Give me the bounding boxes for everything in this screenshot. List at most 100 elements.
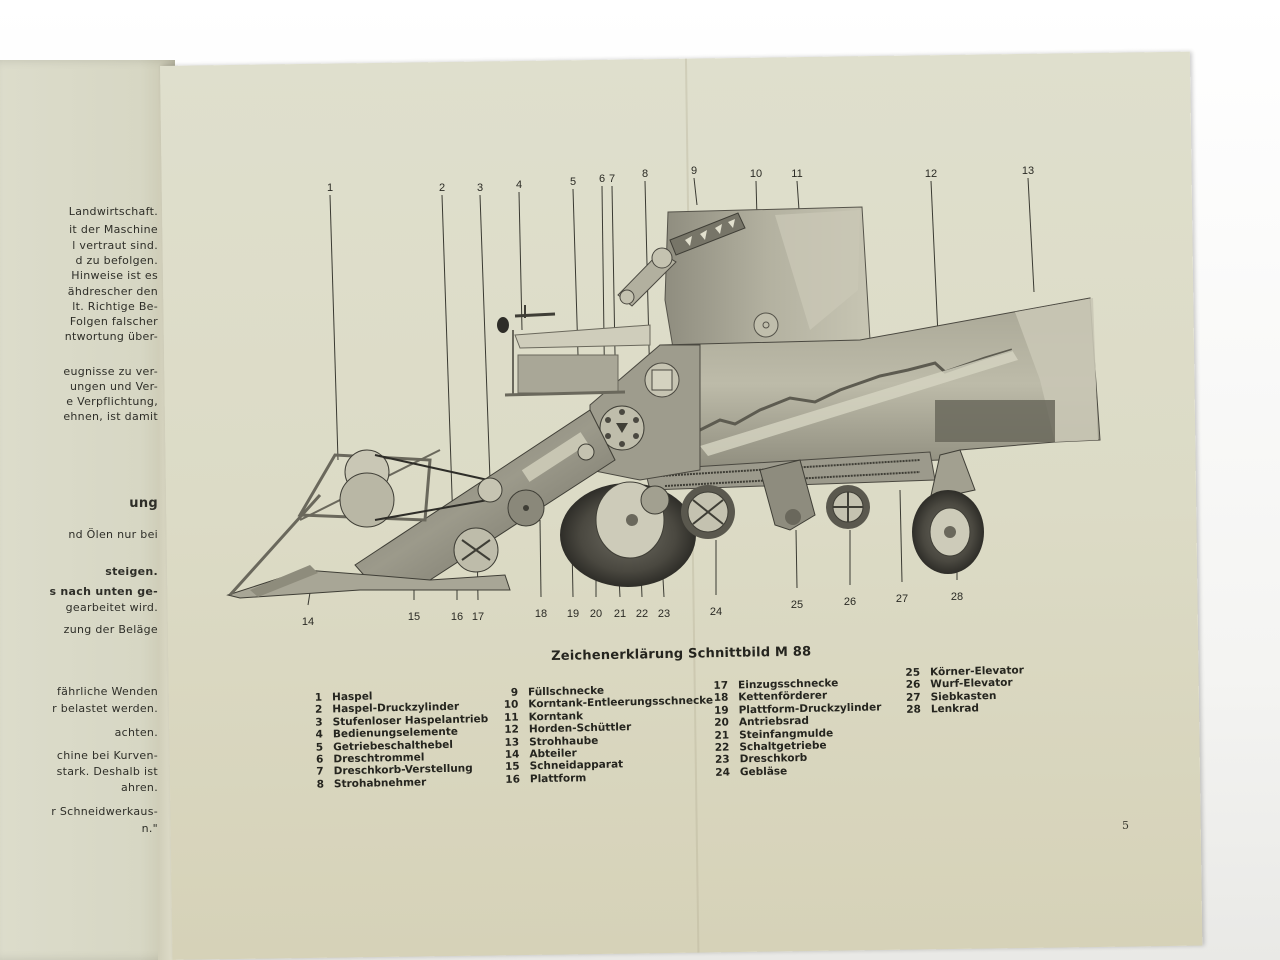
legend-item-label: Korntank: [528, 709, 584, 724]
body-text-line: ähdrescher den: [67, 285, 158, 298]
body-text-line: zung der Beläge: [63, 623, 158, 636]
legend-item-number: 5: [315, 741, 324, 754]
legend-item-number: 23: [714, 753, 730, 767]
legend-item-number: 16: [505, 773, 521, 786]
legend-item-number: 24: [715, 766, 731, 779]
body-text-line: ahren.: [120, 781, 158, 794]
legend-item-number: 19: [713, 704, 729, 717]
threshing-drum-area: [589, 344, 701, 481]
callout-number: 8: [642, 168, 648, 180]
callout-number: 17: [472, 611, 484, 623]
callout-number: 11: [791, 168, 802, 180]
left-page: [0, 60, 175, 960]
legend-item-label: Strohabnehmer: [333, 776, 427, 791]
legend-item-number: 26: [905, 678, 921, 692]
body-text-line: ehnen, ist damit: [63, 410, 158, 423]
header-and-reel: [226, 449, 511, 599]
body-text-line: d zu befolgen.: [75, 254, 158, 267]
body-text-line: fährliche Wenden: [57, 685, 158, 698]
legend-item-number: 9: [510, 686, 519, 699]
legend-item-label: Strohhaube: [529, 734, 599, 748]
callout-number: 9: [691, 165, 697, 177]
legend-item-number: 7: [316, 765, 324, 779]
callout-number: 23: [658, 608, 670, 620]
fan-and-elevators: [681, 459, 870, 539]
legend-item-number: 17: [713, 679, 729, 692]
callout-number: 21: [614, 608, 626, 620]
body-text-line: Hinweise ist es: [71, 269, 158, 282]
callout-number: 10: [750, 168, 762, 180]
legend-item-number: 28: [906, 703, 922, 717]
legend-item-number: 18: [713, 691, 729, 705]
legend-item: 28 Lenkrad: [899, 702, 1025, 717]
callout-number: 6: [599, 173, 605, 185]
body-text-line: chine bei Kurven-: [56, 749, 158, 762]
callout-number: 1: [327, 182, 333, 194]
body-text-line: n.": [141, 822, 158, 835]
callout-number: 15: [408, 611, 420, 623]
legend-item-label: Gebläse: [739, 765, 788, 779]
callout-number: 12: [925, 168, 937, 180]
body-text-line: e Verpflichtung,: [66, 395, 158, 408]
body-text-line: nd Ölen nur bei: [68, 528, 158, 541]
legend-item-number: 15: [504, 760, 520, 774]
body-text-line: lt. Richtige Be-: [72, 300, 158, 313]
callout-number: 5: [570, 176, 576, 188]
callout-number: 7: [609, 173, 615, 185]
body-text-line: it der Maschine: [69, 223, 158, 236]
body-text-line: Landwirtschaft.: [68, 205, 158, 218]
legend-item-label: Wurf-Elevator: [930, 677, 1013, 691]
callout-number: 26: [844, 596, 856, 608]
section-heading: ung: [129, 496, 158, 511]
legend-item-label: Siebkasten: [930, 689, 997, 704]
drive-wheel: [560, 481, 696, 587]
legend-item-number: 13: [504, 736, 520, 749]
legend-item-number: 14: [504, 748, 520, 761]
legend-item-label: Schneidapparat: [529, 758, 624, 773]
body-text-line: eugnisse zu ver-: [63, 365, 158, 378]
body-text-line: achten.: [114, 726, 158, 739]
callout-number: 3: [477, 182, 483, 194]
body-text-line: r Schneidwerkaus-: [51, 805, 158, 818]
legend-item-number: 4: [315, 728, 324, 741]
callout-number: 28: [951, 591, 963, 603]
legend-item-number: 25: [905, 666, 921, 679]
callout-number: 4: [516, 179, 522, 191]
legend-item-label: Plattform: [529, 771, 587, 786]
legend-item-number: 27: [905, 691, 921, 704]
body-text-line: ungen und Ver-: [69, 380, 158, 393]
body-text-line: s nach unten ge-: [49, 585, 158, 598]
callout-number: 14: [302, 616, 314, 628]
legend-item-number: 20: [714, 716, 730, 730]
legend-item-number: 1: [314, 691, 323, 704]
callout-number: 18: [535, 608, 547, 620]
body-text-line: ntwortung über-: [64, 330, 158, 343]
legend-item-label: Horden-Schüttler: [528, 721, 632, 736]
callout-number: 22: [636, 608, 648, 620]
legend-item-number: 3: [315, 716, 323, 729]
callout-number: 20: [590, 608, 602, 620]
legend-item-label: Lenkrad: [930, 702, 980, 716]
legend-item-label: Abteiler: [529, 747, 577, 761]
callout-number: 19: [567, 608, 579, 620]
legend-item-number: 12: [504, 723, 520, 737]
callout-number: 24: [710, 606, 722, 618]
legend-item-label: Haspel: [331, 690, 373, 704]
callout-number: 2: [439, 182, 445, 194]
legend-item-number: 8: [316, 778, 325, 791]
filling-auger: [617, 212, 746, 307]
legend-item-number: 2: [314, 703, 323, 717]
legend-item-number: 21: [714, 729, 730, 742]
rear-steering-wheel: [912, 449, 984, 574]
body-text-line: steigen.: [105, 565, 158, 578]
body-text-line: r belastet werden.: [52, 702, 158, 715]
callout-number: 25: [791, 599, 803, 611]
body-text-line: l vertraut sind.: [72, 239, 158, 252]
body-text-line: stark. Deshalb ist: [56, 765, 158, 778]
